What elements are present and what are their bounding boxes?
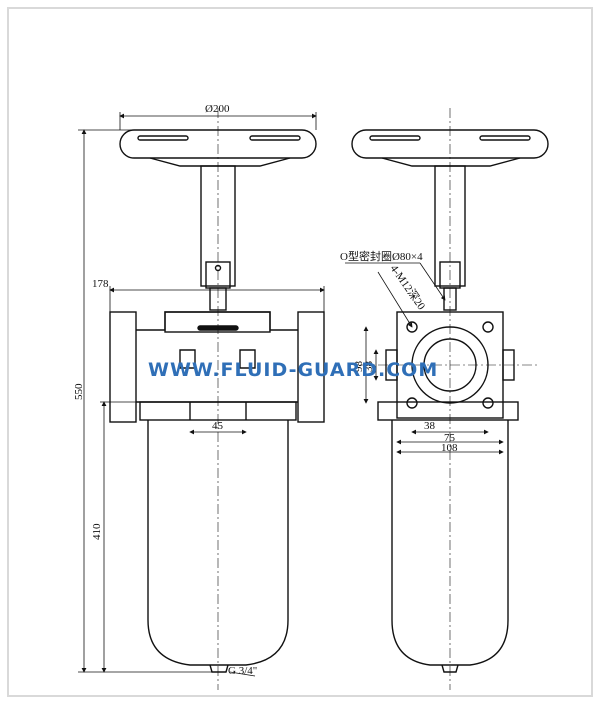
dim-side-w2: 75 xyxy=(444,432,456,444)
filter-housing-side xyxy=(391,420,509,666)
front-view xyxy=(109,129,325,673)
bolt-hole xyxy=(406,321,418,333)
dim-wheel-diameter: Ø200 xyxy=(205,103,230,115)
flange-left xyxy=(109,311,137,423)
dim-housing-height: 410 xyxy=(91,523,103,540)
dim-side-h2: 38 xyxy=(363,361,375,373)
page-border xyxy=(7,7,593,697)
label-oring: O型密封圈Ø80×4 xyxy=(340,249,423,263)
dim-side-w3: 108 xyxy=(441,442,458,454)
dim-drain-thread: G 3/4" xyxy=(228,665,257,677)
dim-side-w1: 38 xyxy=(424,420,436,432)
filter-housing xyxy=(147,420,289,666)
dim-port-offset: 45 xyxy=(212,420,224,432)
valve-top-plate xyxy=(164,311,271,333)
flange-right xyxy=(297,311,325,423)
label-bolt: 4-M12深20 xyxy=(388,262,429,312)
dim-total-height: 550 xyxy=(73,383,85,400)
dim-flange-width: 178 xyxy=(92,278,109,290)
watermark: WWW.FLUID-GUARD.COM xyxy=(148,359,438,381)
dim-side-h1: 98 xyxy=(353,361,365,373)
